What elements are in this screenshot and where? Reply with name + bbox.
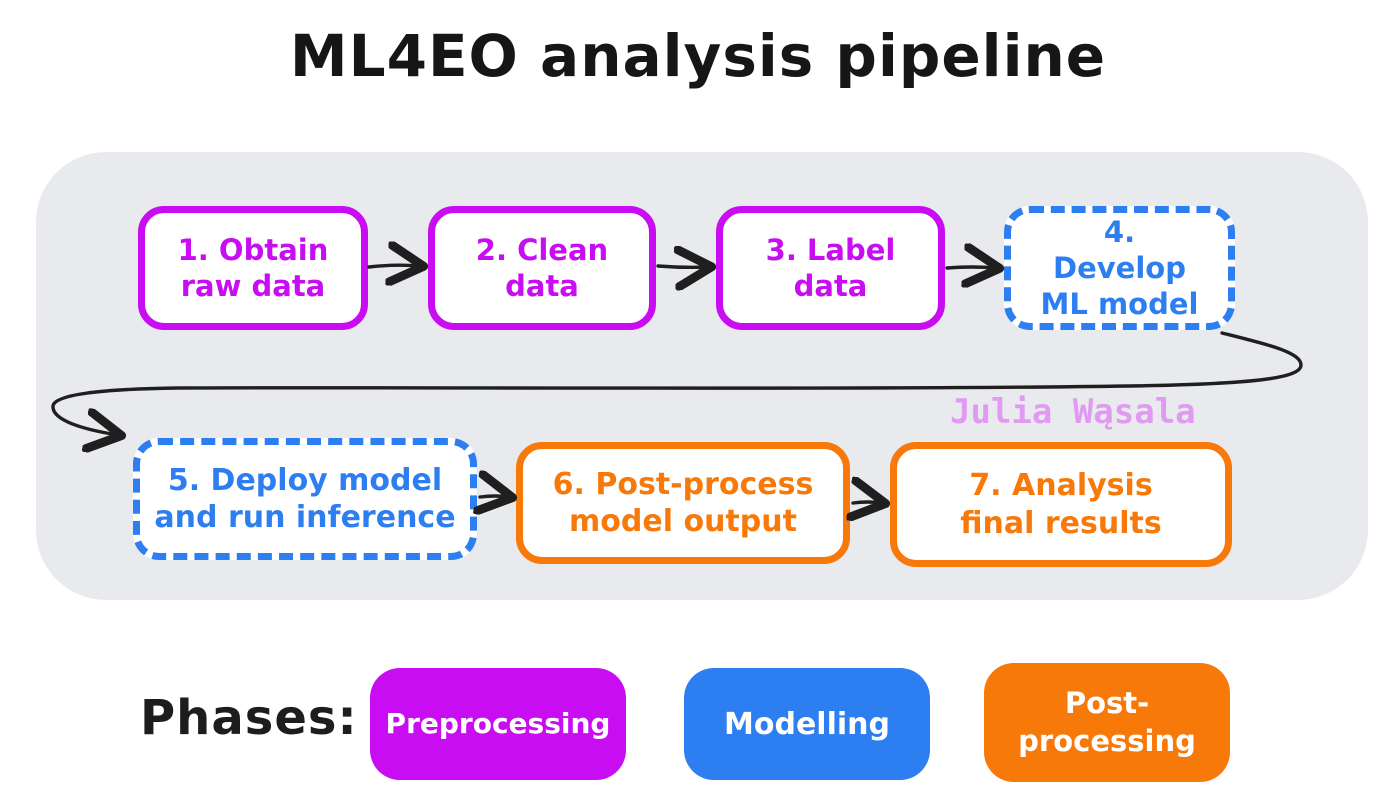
legend-item-postprocessing: Post-processing (984, 663, 1230, 782)
legend-item-preprocessing: Preprocessing (370, 668, 626, 780)
pipeline-step-4-develop-ml-model: 4. Develop ML model (1004, 206, 1235, 330)
step-label: 7. Analysis final results (960, 468, 1162, 541)
step-label: 2. Clean data (475, 232, 609, 303)
step-label: 6. Post-process model output (552, 466, 814, 540)
page-title: ML4EO analysis pipeline (289, 22, 1107, 90)
step-label: 3. Label data (765, 232, 896, 303)
step-label: 4. Develop ML model (1040, 214, 1199, 322)
pipeline-step-7-analysis-results: 7. Analysis final results (890, 442, 1232, 567)
pipeline-step-2-clean-data: 2. Clean data (428, 206, 656, 330)
legend-item-label: Preprocessing (385, 706, 611, 740)
pipeline-step-3-label-data: 3. Label data (716, 206, 945, 330)
step-label: 5. Deploy model and run inference (154, 462, 456, 536)
author-watermark: Julia Wąsala (950, 392, 1196, 432)
legend-title: Phases: (140, 690, 358, 746)
legend-item-label: Post-processing (1018, 685, 1196, 758)
pipeline-step-5-deploy-model: 5. Deploy model and run inference (133, 438, 477, 560)
legend-item-label: Modelling (724, 706, 890, 742)
step-label: 1. Obtain raw data (177, 232, 329, 303)
pipeline-step-1-obtain-raw-data: 1. Obtain raw data (138, 206, 368, 330)
pipeline-step-6-post-process: 6. Post-process model output (516, 442, 850, 564)
legend-item-modelling: Modelling (684, 668, 930, 780)
